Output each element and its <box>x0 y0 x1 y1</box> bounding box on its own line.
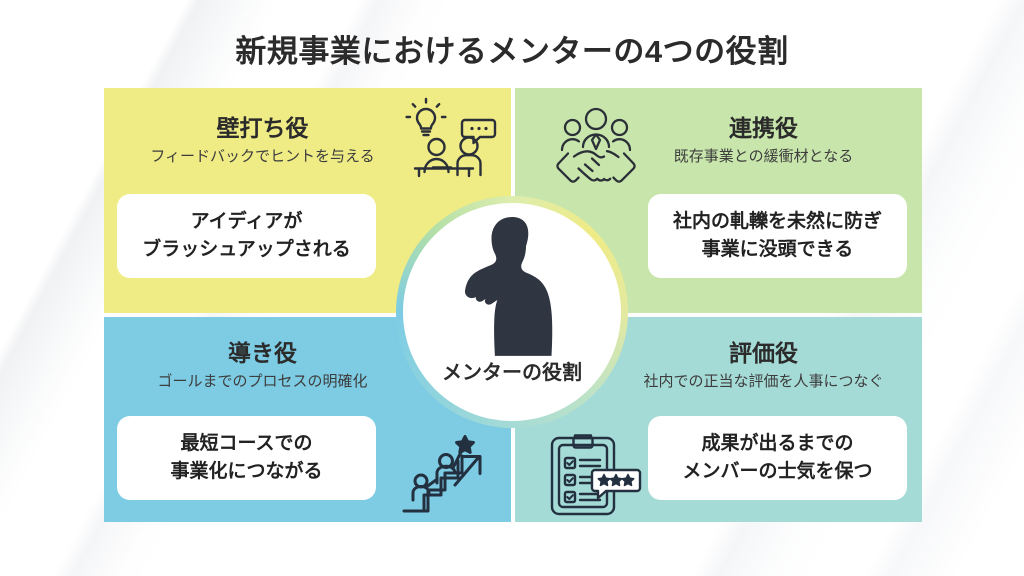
quadrant-subtitle-bottom-left: ゴールまでのプロセスの明確化 <box>157 373 368 390</box>
page-title: 新規事業におけるメンターの4つの役割 <box>235 34 789 69</box>
result-line-2: ブラッシュアップされる <box>142 239 351 260</box>
quadrant-heading-bottom-right: 評価役 <box>729 340 798 366</box>
result-card-bottom-left: 最短コースでの 事業化につながる <box>117 416 376 500</box>
center-circle: メンターの役割 <box>396 196 628 428</box>
quadrant-subtitle-top-right: 既存事業との緩衝材となる <box>673 148 854 165</box>
result-line-2: メンバーの士気を保つ <box>682 461 873 482</box>
quadrant-subtitle-top-left: フィードバックでヒントを与える <box>150 148 375 165</box>
quadrant-subtitle-bottom-right: 社内での正当な評価を人事につなぐ <box>643 373 884 390</box>
handshake-team-icon <box>552 106 640 188</box>
stairs-growth-star-icon <box>400 428 500 516</box>
result-line-1: 社内の軋轢を未然に防ぎ <box>672 211 882 233</box>
quadrant-heading-top-left: 壁打ち役 <box>216 115 309 141</box>
lightbulb-meeting-icon <box>403 96 507 182</box>
result-card-text-top-right: 社内の軋轢を未然に防ぎ 事業に没頭できる <box>673 208 882 263</box>
center-circle-inner: メンターの役割 <box>403 203 621 421</box>
clipboard-rating-icon <box>548 432 644 518</box>
result-card-top-right: 社内の軋轢を未然に防ぎ 事業に没頭できる <box>648 194 907 278</box>
person-silhouette-icon <box>464 217 553 356</box>
center-circle-label: メンターの役割 <box>442 362 582 384</box>
result-line-1: 成果が出るまでの <box>701 433 854 455</box>
result-card-text-bottom-left: 最短コースでの 事業化につながる <box>170 430 322 485</box>
result-line-2: 事業に没頭できる <box>701 239 854 260</box>
result-line-1: アイディアが <box>190 211 303 233</box>
result-card-top-left: アイディアが ブラッシュアップされる <box>117 194 376 278</box>
result-card-bottom-right: 成果が出るまでの メンバーの士気を保つ <box>648 416 907 500</box>
quadrant-heading-top-right: 連携役 <box>729 115 798 141</box>
quadrant-heading-bottom-left: 導き役 <box>228 340 297 366</box>
result-line-2: 事業化につながる <box>170 461 323 482</box>
result-card-text-bottom-right: 成果が出るまでの メンバーの士気を保つ <box>682 430 872 485</box>
result-card-text-top-left: アイディアが ブラッシュアップされる <box>142 208 351 263</box>
result-line-1: 最短コースでの <box>180 433 313 455</box>
